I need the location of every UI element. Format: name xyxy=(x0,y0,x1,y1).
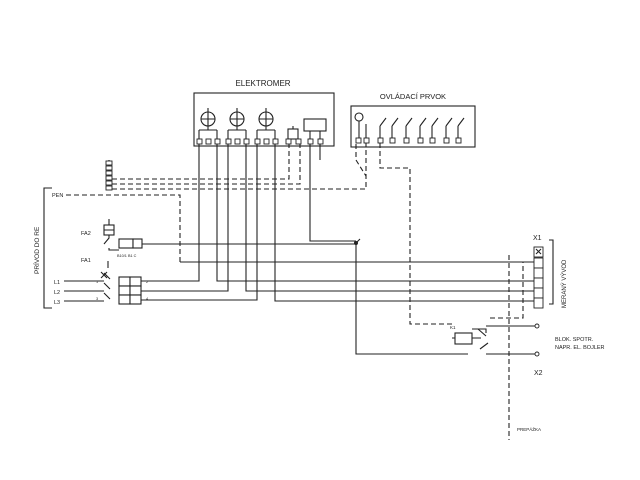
contactor-label: K1 xyxy=(450,325,456,330)
fa1-terminal-3: 3 xyxy=(96,297,98,301)
fa1-label: FA1 xyxy=(81,258,91,264)
x1-label: X1 xyxy=(533,235,542,242)
fa1-sublabel: B10/1 B1 C xyxy=(117,254,137,258)
l3-label: L3 xyxy=(54,300,60,306)
meter-title: ELEKTROMER xyxy=(235,79,290,88)
fa2-label: FA2 xyxy=(81,231,91,237)
x2-output: X2 BLOK. SPOTR. NAPR. EL. BOJLER xyxy=(534,337,605,377)
meter-terminal-strip xyxy=(196,138,324,145)
power-wiring xyxy=(64,144,535,355)
supply-bracket: PRÍVOD DO RE PEN L1 L2 L3 xyxy=(32,187,63,309)
breaker-fa2: FA2 xyxy=(81,219,148,251)
load-label-1: BLOK. SPOTR. xyxy=(555,337,594,343)
breaker-fa1: FA1 B10/1 B1 C 1 2 3 4 xyxy=(81,254,148,305)
fa1-terminal-2: 2 xyxy=(146,280,148,284)
supply-label: PRÍVOD DO RE xyxy=(32,226,41,274)
control-wiring xyxy=(66,143,535,325)
fa1-terminal-4: 4 xyxy=(146,297,148,301)
x1-terminal-strip: X1 MERANÝ VÝVOD xyxy=(533,235,568,309)
l2-label: L2 xyxy=(54,290,60,296)
partition: PREPÁŽKA xyxy=(508,255,541,440)
control-device: OVLÁDACÍ PRVOK xyxy=(350,92,476,148)
load-label-2: NAPR. EL. BOJLER xyxy=(555,345,605,351)
metered-outlet-label: MERANÝ VÝVOD xyxy=(561,259,568,308)
contactor-k1: K1 xyxy=(450,323,540,357)
pen-label: PEN xyxy=(52,193,63,199)
x2-label: X2 xyxy=(534,370,543,377)
fa1-terminal-1: 1 xyxy=(96,280,98,284)
electricity-meter: ELEKTROMER xyxy=(193,79,335,147)
l1-label: L1 xyxy=(54,280,60,286)
partition-label: PREPÁŽKA xyxy=(517,425,541,432)
control-title: OVLÁDACÍ PRVOK xyxy=(380,92,446,101)
pen-terminal-block xyxy=(105,160,113,191)
